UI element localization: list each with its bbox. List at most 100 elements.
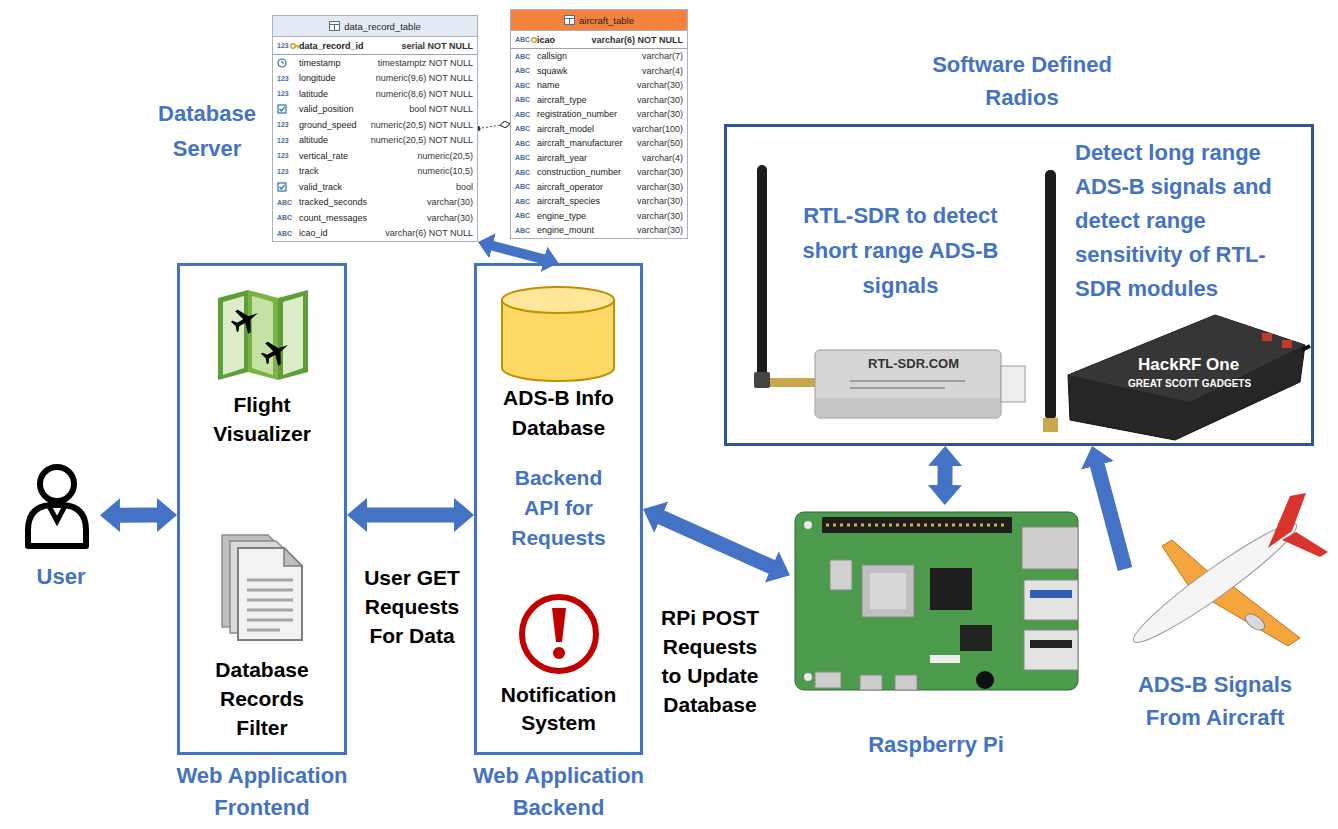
type-slot: ABC bbox=[515, 111, 537, 118]
table-row: 123data_record_idserial NOT NULL bbox=[273, 37, 477, 55]
rtl-sdr-dongle bbox=[757, 165, 767, 377]
aircraft-illustration bbox=[1126, 493, 1328, 653]
table-row: ABCaircraft_typevarchar(30) bbox=[511, 93, 687, 108]
type-prefix: 123 bbox=[277, 90, 289, 97]
column-type: varchar(7) bbox=[636, 51, 683, 61]
raspberry-pi-board bbox=[862, 565, 914, 617]
type-prefix: ABC bbox=[515, 227, 530, 234]
block-arrow bbox=[119, 508, 158, 523]
column-type: varchar(6) NOT NULL bbox=[585, 35, 683, 45]
type-slot bbox=[277, 182, 299, 192]
column-type: varchar(30) bbox=[631, 196, 683, 206]
database-cylinder bbox=[502, 287, 614, 313]
frontend-box: Flight VisualizerDatabase Records Filter… bbox=[177, 263, 347, 755]
column-type: bool bbox=[450, 182, 473, 192]
warning-icon bbox=[553, 647, 565, 659]
type-prefix: ABC bbox=[515, 67, 530, 74]
column-type: serial NOT NULL bbox=[395, 41, 473, 51]
type-prefix: ABC bbox=[515, 154, 530, 161]
group-label: Database Server bbox=[147, 96, 267, 166]
table-row: ABCaircraft_modelvarchar(100) bbox=[511, 122, 687, 137]
person-icon bbox=[49, 506, 65, 521]
type-slot: ABC bbox=[515, 53, 537, 60]
table-row: 123ground_speed numeric(20,5) NOT NULL bbox=[273, 117, 477, 133]
table-row: ABCconstruction_numbervarchar(30) bbox=[511, 165, 687, 180]
column-type: numeric(20,5) NOT NULL bbox=[365, 135, 473, 145]
table-row: ABCcount_messagesvarchar(30) bbox=[273, 210, 477, 226]
type-slot: ABC bbox=[515, 125, 537, 132]
feature-label: Flight Visualizer bbox=[192, 390, 332, 448]
column-type: varchar(30) bbox=[631, 211, 683, 221]
table-row: ABCicao_idvarchar(6) NOT NULL bbox=[273, 226, 477, 242]
person-icon bbox=[28, 505, 86, 546]
column-type: varchar(50) bbox=[631, 138, 683, 148]
type-slot: 123 bbox=[277, 168, 299, 175]
table-row: ABCengine_typevarchar(30) bbox=[511, 209, 687, 224]
column-name: aircraft_species bbox=[537, 196, 600, 206]
block-arrow bbox=[366, 507, 455, 522]
table-row: ABCicaovarchar(6) NOT NULL bbox=[511, 31, 687, 49]
device-label: Raspberry Pi bbox=[790, 729, 1082, 761]
warning-icon bbox=[522, 597, 596, 671]
source-label: ADS-B Signals From Aircraft bbox=[1125, 668, 1305, 734]
type-slot: ABC bbox=[515, 154, 537, 161]
column-name: engine_mount bbox=[537, 225, 594, 235]
type-prefix: 123 bbox=[277, 137, 289, 144]
rtl-sdr-dongle bbox=[754, 372, 770, 388]
table-row: ABCaircraft_operatorvarchar(30) bbox=[511, 180, 687, 195]
document-icon bbox=[284, 548, 302, 566]
raspberry-pi-board bbox=[1030, 590, 1072, 598]
device-note: Detect long range ADS-B signals and dete… bbox=[1075, 136, 1297, 306]
column-name: callsign bbox=[537, 51, 567, 61]
edge-label: User GET Requests For Data bbox=[357, 563, 467, 650]
table-name: aircraft_table bbox=[579, 15, 634, 26]
column-type: varchar(6) NOT NULL bbox=[379, 228, 473, 238]
aircraft-node: ADS-B Signals From Aircraft bbox=[1125, 500, 1335, 730]
column-name: icao bbox=[537, 35, 555, 45]
clock-icon bbox=[278, 59, 286, 67]
column-name: aircraft_type bbox=[537, 95, 587, 105]
database-cylinder bbox=[502, 287, 614, 381]
column-name: engine_type bbox=[537, 211, 586, 221]
table-row: timestamptimestamptz NOT NULL bbox=[273, 55, 477, 71]
radio-group-box: Software Defined RadiosRTL-SDR to detect… bbox=[724, 124, 1314, 446]
checkbox-icon bbox=[278, 183, 286, 191]
column-name: vertical_rate bbox=[299, 151, 348, 161]
type-prefix: 123 bbox=[277, 42, 289, 49]
checkbox-icon bbox=[280, 185, 285, 189]
column-type: numeric(20,5) bbox=[411, 151, 473, 161]
table-row: 123longitudenumeric(9,6) NOT NULL bbox=[273, 71, 477, 87]
column-name: altitude bbox=[299, 135, 328, 145]
feature-label: ADS-B Info Database bbox=[484, 383, 634, 443]
table-row: ABC aircraft_species varchar(30) bbox=[511, 194, 687, 209]
raspberry-pi-board bbox=[1022, 527, 1078, 569]
raspberry-pi-board bbox=[830, 560, 852, 590]
raspberry-pi-board bbox=[930, 568, 972, 610]
table-row: 123tracknumeric(10,5) bbox=[273, 164, 477, 180]
rtl-sdr-dongle bbox=[815, 350, 1001, 418]
type-prefix: ABC bbox=[515, 198, 530, 205]
hackrf-one-device bbox=[1302, 346, 1310, 350]
table-row: ABCtracked_secondsvarchar(30) bbox=[273, 195, 477, 211]
key-icon bbox=[295, 46, 299, 49]
type-prefix: 123 bbox=[277, 152, 289, 159]
type-slot: 123 bbox=[277, 121, 299, 128]
table-icon bbox=[565, 16, 575, 25]
table-row: ABCregistration_numbervarchar(30) bbox=[511, 107, 687, 122]
column-type: numeric(20,5) NOT NULL bbox=[365, 120, 473, 130]
raspberry-pi-board bbox=[804, 673, 812, 681]
table-icon bbox=[330, 25, 340, 31]
type-slot: ABC bbox=[515, 140, 537, 147]
database-table: data_record_table123data_record_idserial… bbox=[272, 15, 478, 242]
column-name: ground_speed bbox=[299, 120, 357, 130]
clock-icon bbox=[282, 60, 284, 63]
raspberry-pi-board bbox=[826, 524, 1008, 527]
clock-icon bbox=[277, 58, 287, 68]
type-slot bbox=[277, 58, 299, 68]
hackrf-one-device bbox=[1068, 315, 1305, 402]
column-type: varchar(30) bbox=[631, 167, 683, 177]
column-name: registration_number bbox=[537, 109, 617, 119]
checkbox-icon bbox=[277, 104, 287, 114]
type-prefix: ABC bbox=[515, 111, 530, 118]
rtl-sdr-dongle bbox=[1001, 366, 1025, 402]
